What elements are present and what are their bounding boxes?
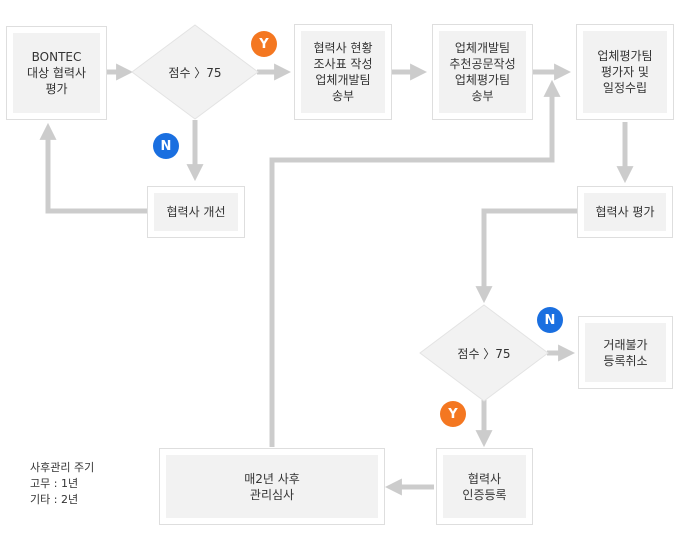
node-label: 매2년 사후 관리심사 bbox=[166, 455, 378, 518]
decision-label-1: 점수 〉75 bbox=[168, 66, 222, 80]
node-partner-improvement: 협력사 개선 bbox=[147, 186, 245, 238]
node-label: 업체개발팀 추천공문작성 업체평가팀 송부 bbox=[439, 31, 526, 113]
decision-diamond-2 bbox=[419, 304, 549, 402]
node-status-survey: 협력사 현황 조사표 작성 업체개발팀 송부 bbox=[294, 24, 392, 120]
arrow-improve-to-bontec bbox=[39, 122, 147, 214]
arrow-evaluate-to-score2 bbox=[475, 208, 577, 304]
node-reject-registration: 거래불가 등록취소 bbox=[578, 316, 673, 389]
decision-diamond-1 bbox=[131, 24, 259, 120]
decision-label-2: 점수 〉75 bbox=[457, 347, 511, 361]
note-other-cycle: 기타 : 2년 bbox=[30, 493, 79, 506]
node-label: 협력사 인증등록 bbox=[443, 455, 526, 518]
node-label: 협력사 현황 조사표 작성 업체개발팀 송부 bbox=[301, 31, 385, 113]
yes-badge-2: Y bbox=[440, 401, 466, 427]
yes-badge-1: Y bbox=[251, 31, 277, 57]
no-badge-1: N bbox=[153, 133, 179, 159]
note-title: 사후관리 주기 bbox=[30, 461, 95, 474]
arrow-review-to-recommend bbox=[269, 79, 561, 447]
no-badge-2: N bbox=[537, 307, 563, 333]
node-evaluation-plan: 업체평가팀 평가자 및 일정수립 bbox=[576, 24, 674, 120]
node-label: 협력사 평가 bbox=[584, 193, 666, 231]
node-partner-evaluation: 협력사 평가 bbox=[577, 186, 673, 238]
follow-up-cycle-note: 사후관리 주기 고무 : 1년 기타 : 2년 bbox=[30, 460, 94, 508]
node-label: 협력사 개선 bbox=[154, 193, 238, 231]
node-biennial-review: 매2년 사후 관리심사 bbox=[159, 448, 385, 525]
note-rubber-cycle: 고무 : 1년 bbox=[30, 477, 79, 490]
node-label: BONTEC 대상 협력사 평가 bbox=[13, 33, 100, 113]
node-bontec-evaluation: BONTEC 대상 협력사 평가 bbox=[6, 26, 107, 120]
node-recommendation-letter: 업체개발팀 추천공문작성 업체평가팀 송부 bbox=[432, 24, 533, 120]
node-label: 거래불가 등록취소 bbox=[585, 323, 666, 382]
node-partner-certification: 협력사 인증등록 bbox=[436, 448, 533, 525]
node-label: 업체평가팀 평가자 및 일정수립 bbox=[583, 31, 667, 113]
